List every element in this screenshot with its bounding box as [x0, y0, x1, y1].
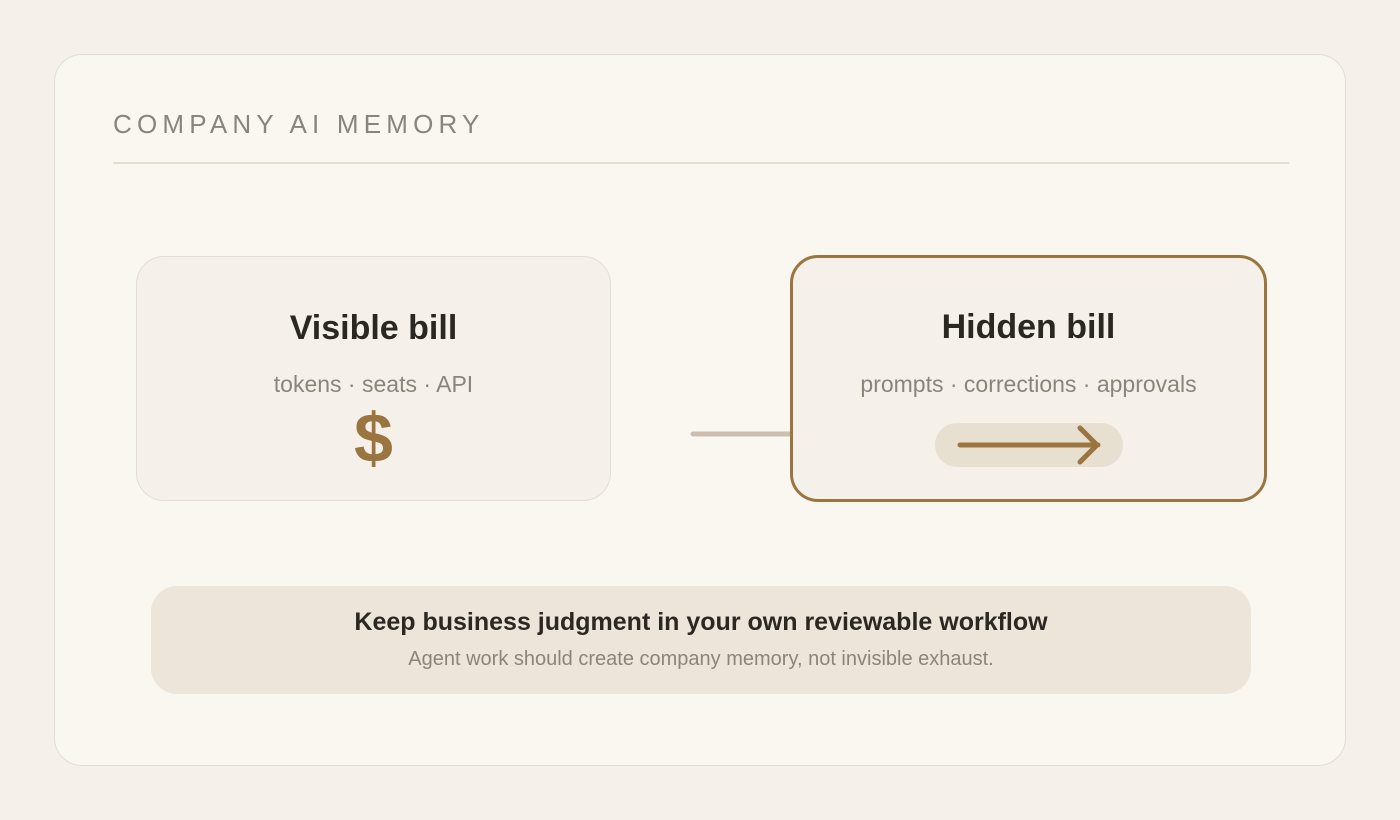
visible-bill-title: Visible bill	[289, 309, 458, 347]
hidden-bill-title: Hidden bill	[941, 308, 1116, 346]
header-divider	[113, 162, 1289, 164]
banner-title: Keep business judgment in your own revie…	[354, 608, 1048, 636]
diagram-card: COMPANY AI MEMORY Visible bill tokens · …	[54, 54, 1346, 766]
arrow-right-icon	[957, 425, 1101, 465]
dollar-sign-icon: $	[354, 399, 393, 477]
takeaway-banner: Keep business judgment in your own revie…	[151, 586, 1251, 694]
visible-bill-items: tokens · seats · API	[273, 371, 474, 397]
banner-subtitle: Agent work should create company memory,…	[408, 648, 994, 670]
eyebrow-title: COMPANY AI MEMORY	[113, 109, 485, 139]
arrow-pill	[935, 423, 1123, 467]
hidden-bill-items: prompts · corrections · approvals	[860, 371, 1197, 397]
visible-bill-box: Visible bill tokens · seats · API $	[136, 256, 611, 501]
hidden-bill-box: Hidden bill prompts · corrections · appr…	[790, 255, 1267, 502]
